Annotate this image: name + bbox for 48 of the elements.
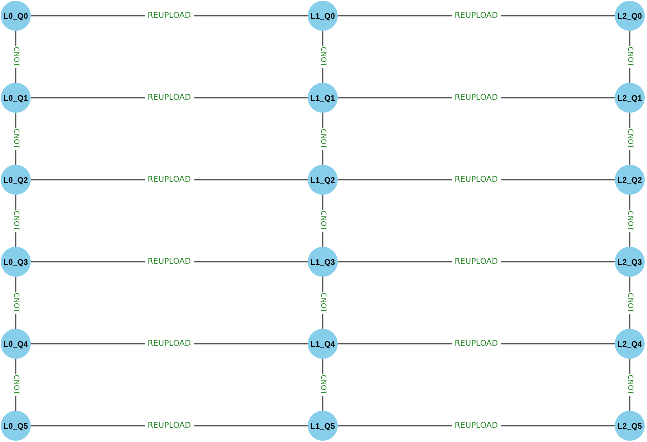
node-label: L0_Q2 [4, 176, 28, 184]
node-label: L1_Q0 [310, 12, 336, 20]
node-label: L0_Q4 [4, 340, 28, 348]
edge-label: REUPLOAD [452, 176, 502, 184]
node-label: L0_Q3 [4, 258, 28, 266]
node-circle [1, 411, 31, 441]
node-circle [308, 411, 338, 441]
node-label: L2_Q5 [618, 422, 642, 430]
node-circle [615, 83, 645, 113]
node-label: L1_Q3 [310, 258, 336, 266]
node-circle [1, 1, 31, 31]
node-circle [1, 247, 31, 277]
node-label: L1_Q2 [310, 176, 336, 184]
node-circle [615, 329, 645, 359]
edge-label: REUPLOAD [452, 94, 502, 102]
node-label: L1_Q1 [310, 94, 336, 102]
node-label: L1_Q4 [310, 340, 336, 348]
edge-label: REUPLOAD [144, 12, 194, 20]
node-label: L2_Q3 [618, 258, 642, 266]
node-circle [1, 165, 31, 195]
node-circle [308, 247, 338, 277]
edge-label: REUPLOAD [452, 12, 502, 20]
node-circle [1, 83, 31, 113]
node-label: L1_Q5 [310, 422, 336, 430]
edge-label: REUPLOAD [452, 258, 502, 266]
node-label: L2_Q0 [618, 12, 642, 20]
node-label: L0_Q0 [4, 12, 28, 20]
node-circle [308, 165, 338, 195]
node-circle [615, 411, 645, 441]
node-label: L2_Q1 [618, 94, 642, 102]
edge-label: REUPLOAD [452, 422, 502, 430]
edge-label: REUPLOAD [144, 340, 194, 348]
node-circle [308, 1, 338, 31]
node-circle [615, 1, 645, 31]
node-label: L2_Q4 [618, 340, 642, 348]
node-label: L2_Q2 [618, 176, 642, 184]
node-circle [308, 83, 338, 113]
node-circle [615, 247, 645, 277]
node-label: L0_Q1 [4, 94, 28, 102]
edge-label: REUPLOAD [452, 340, 502, 348]
node-circle [615, 165, 645, 195]
edge-label: REUPLOAD [144, 176, 194, 184]
edge-label: REUPLOAD [144, 422, 194, 430]
edge-label: REUPLOAD [144, 94, 194, 102]
edge-label: REUPLOAD [144, 258, 194, 266]
node-circle [1, 329, 31, 359]
node-label: L0_Q5 [4, 422, 28, 430]
node-circle [308, 329, 338, 359]
